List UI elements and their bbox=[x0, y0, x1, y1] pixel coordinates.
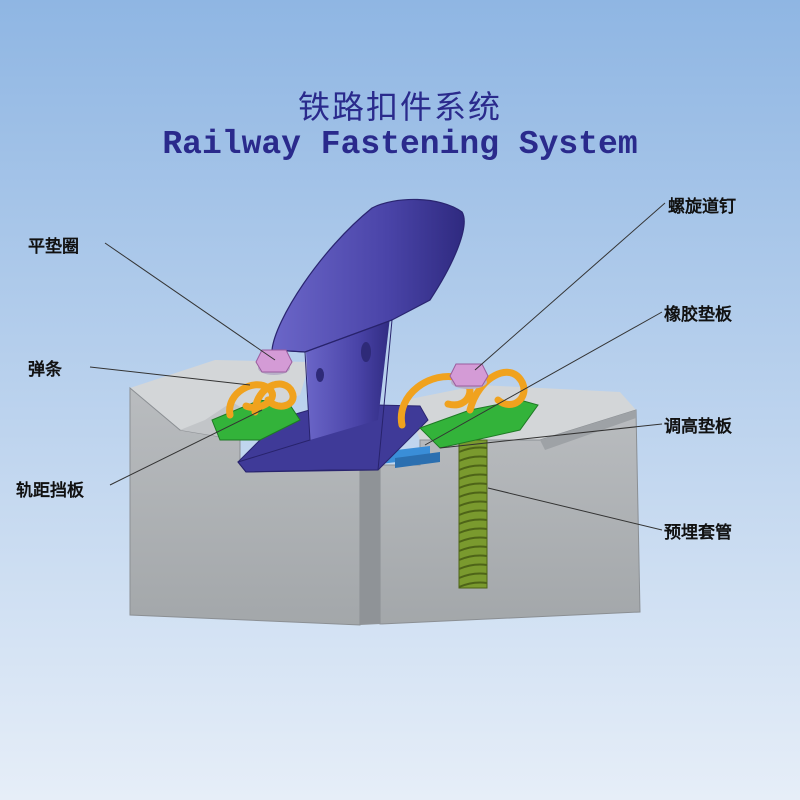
label-spring-clip: 弹条 bbox=[28, 360, 62, 380]
title-english: Railway Fastening System bbox=[162, 126, 638, 163]
rail-shape bbox=[237, 198, 465, 473]
bolt-heads bbox=[255, 349, 489, 389]
label-adjust-pad: 调高垫板 bbox=[664, 417, 732, 437]
leader-lines bbox=[89, 202, 666, 531]
label-rubber-pad: 橡胶垫板 bbox=[664, 305, 732, 325]
label-flat-washer: 平垫圈 bbox=[28, 237, 79, 257]
adjust-pad-shape bbox=[395, 452, 440, 468]
label-gauge-plate: 轨距挡板 bbox=[16, 481, 84, 501]
label-screw-spike: 螺旋道钉 bbox=[668, 197, 736, 217]
embedded-sleeve-shape bbox=[458, 439, 488, 589]
title-chinese: 铁路扣件系统 bbox=[297, 88, 502, 126]
label-embedded-sleeve: 预埋套管 bbox=[664, 523, 732, 543]
